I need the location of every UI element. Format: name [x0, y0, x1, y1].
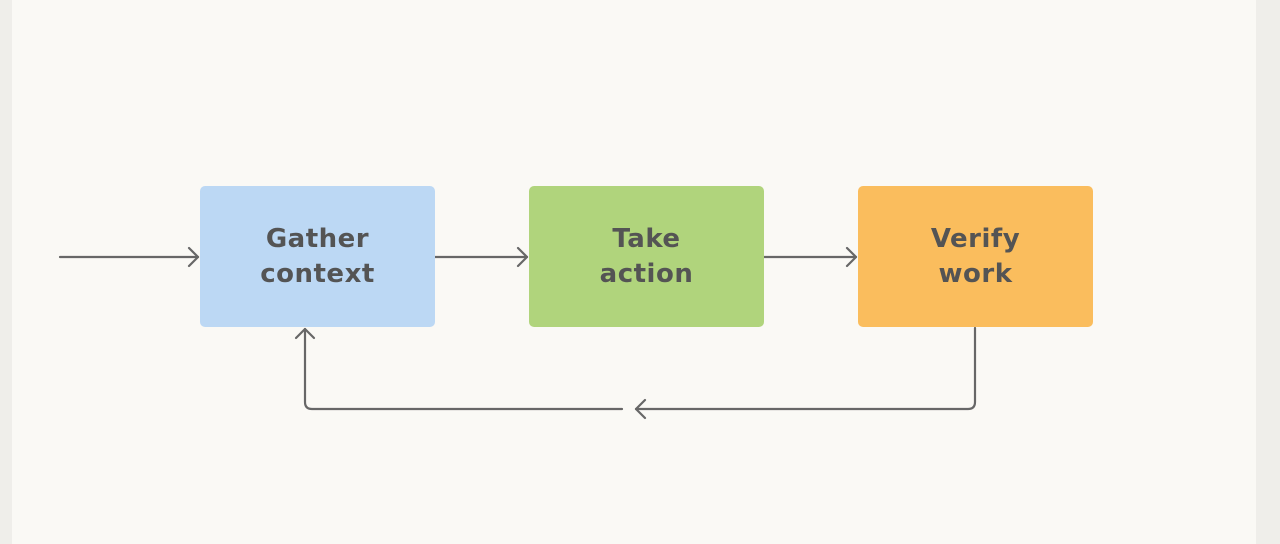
feedback-arrow-tail: [294, 327, 624, 411]
arrow-take-to-verify: [762, 246, 858, 268]
feedback-arrow-head: [634, 326, 977, 420]
step-gather-context: Gather context: [200, 186, 435, 327]
step-take-action: Take action: [529, 186, 764, 327]
arrow-gather-to-take: [433, 246, 529, 268]
step-label: Verify work: [930, 223, 1021, 289]
step-verify-work: Verify work: [858, 186, 1093, 327]
page-edge: [1256, 0, 1280, 544]
step-label: Take action: [599, 223, 694, 289]
step-label: Gather context: [260, 223, 375, 289]
entry-arrow: [58, 246, 200, 268]
